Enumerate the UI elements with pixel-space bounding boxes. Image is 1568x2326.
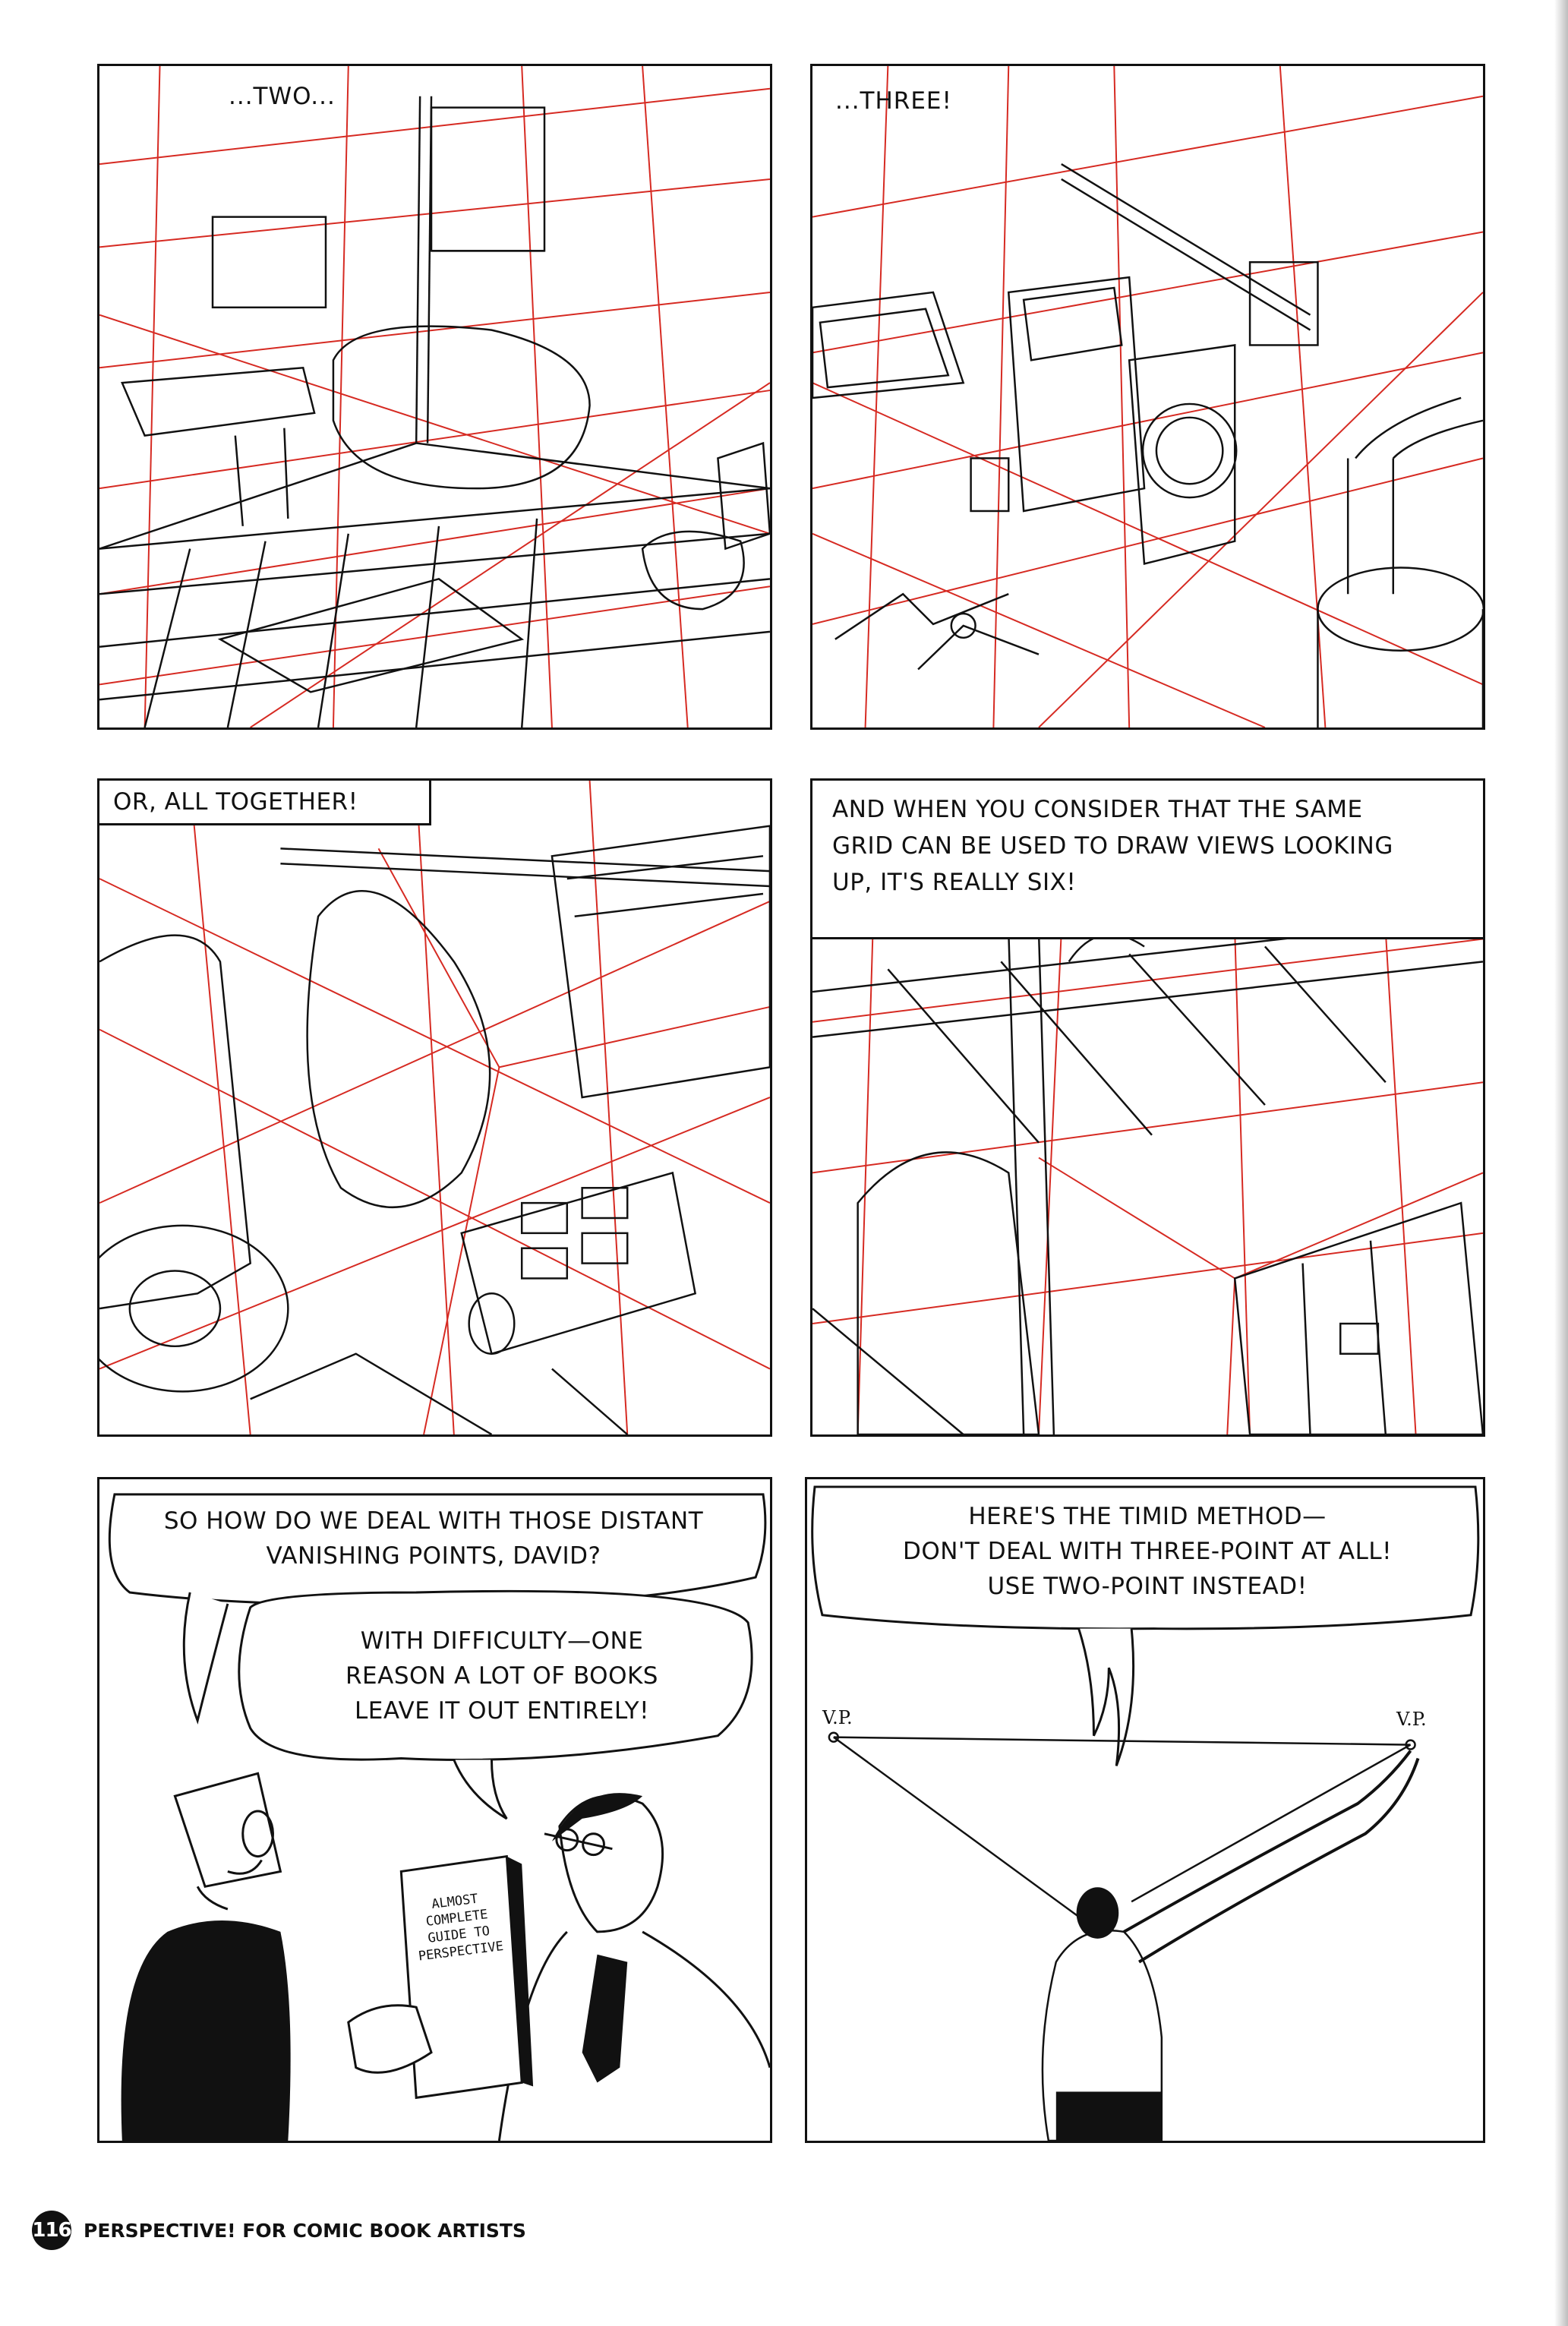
basement-ceiling-illustration: [812, 915, 1483, 1434]
panel-1-bathroom: ...TWO...: [97, 64, 772, 730]
panel-4-caption-line-3: UP, IT'S REALLY SIX!: [832, 869, 1077, 896]
book-cover-title: ALMOST COMPLETE GUIDE TO PERSPECTIVE: [417, 1891, 505, 1965]
bathroom-illustration: [99, 66, 770, 727]
panel-4-caption: AND WHEN YOU CONSIDER THAT THE SAME GRID…: [812, 781, 1483, 939]
vanishing-point-right-label: V.P.: [1396, 1709, 1427, 1730]
balloon-2-line-1: WITH DIFFICULTY—ONE: [360, 1627, 644, 1655]
balloon-1-text: SO HOW DO WE DEAL WITH THOSE DISTANT VAN…: [122, 1504, 745, 1573]
panel-1-caption: ...TWO...: [229, 83, 336, 110]
page-footer: 116 PERSPECTIVE! FOR COMIC BOOK ARTISTS: [32, 2210, 526, 2251]
panel-2-caption: ...THREE!: [835, 87, 952, 115]
balloon-2-line-3: LEAVE IT OUT ENTIRELY!: [354, 1697, 650, 1725]
balloon-3-line-3: USE TWO-POINT INSTEAD!: [987, 1573, 1308, 1600]
balloon-3-text: HERE'S THE TIMID METHOD— DON'T DEAL WITH…: [830, 1499, 1465, 1604]
panel-4-looking-up: AND WHEN YOU CONSIDER THAT THE SAME GRID…: [810, 778, 1485, 1437]
balloon-2-line-2: REASON A LOT OF BOOKS: [345, 1662, 658, 1690]
panel-2-laundry: ...THREE!: [810, 64, 1485, 730]
page-edge-shadow: [1554, 0, 1568, 2326]
balloon-2-text: WITH DIFFICULTY—ONE REASON A LOT OF BOOK…: [267, 1624, 737, 1728]
balloon-3-line-2: DON'T DEAL WITH THREE-POINT AT ALL!: [902, 1538, 1393, 1565]
combined-views-illustration: [99, 781, 770, 1434]
panel-3-caption: OR, ALL TOGETHER!: [99, 781, 431, 825]
laundry-illustration: [812, 66, 1483, 727]
panel-5-conversation: SO HOW DO WE DEAL WITH THOSE DISTANT VAN…: [97, 1477, 772, 2143]
page-number-badge: 116: [32, 2211, 72, 2250]
panel-4-caption-line-1: AND WHEN YOU CONSIDER THAT THE SAME: [832, 796, 1363, 823]
panel-3-all-together: OR, ALL TOGETHER!: [97, 778, 772, 1437]
balloon-3-line-1: HERE'S THE TIMID METHOD—: [968, 1503, 1327, 1530]
conversation-illustration: [108, 1493, 770, 2141]
balloon-1-line-2: VANISHING POINTS, DAVID?: [266, 1542, 601, 1570]
balloon-1-line-1: SO HOW DO WE DEAL WITH THOSE DISTANT: [163, 1507, 704, 1535]
running-title: PERSPECTIVE! FOR COMIC BOOK ARTISTS: [84, 2219, 526, 2242]
two-point-illustration: [811, 1485, 1480, 2141]
panel-6-two-point-method: HERE'S THE TIMID METHOD— DON'T DEAL WITH…: [805, 1477, 1485, 2143]
vanishing-point-left-label: V.P.: [822, 1707, 853, 1728]
panel-4-caption-line-2: GRID CAN BE USED TO DRAW VIEWS LOOKING: [832, 832, 1393, 860]
